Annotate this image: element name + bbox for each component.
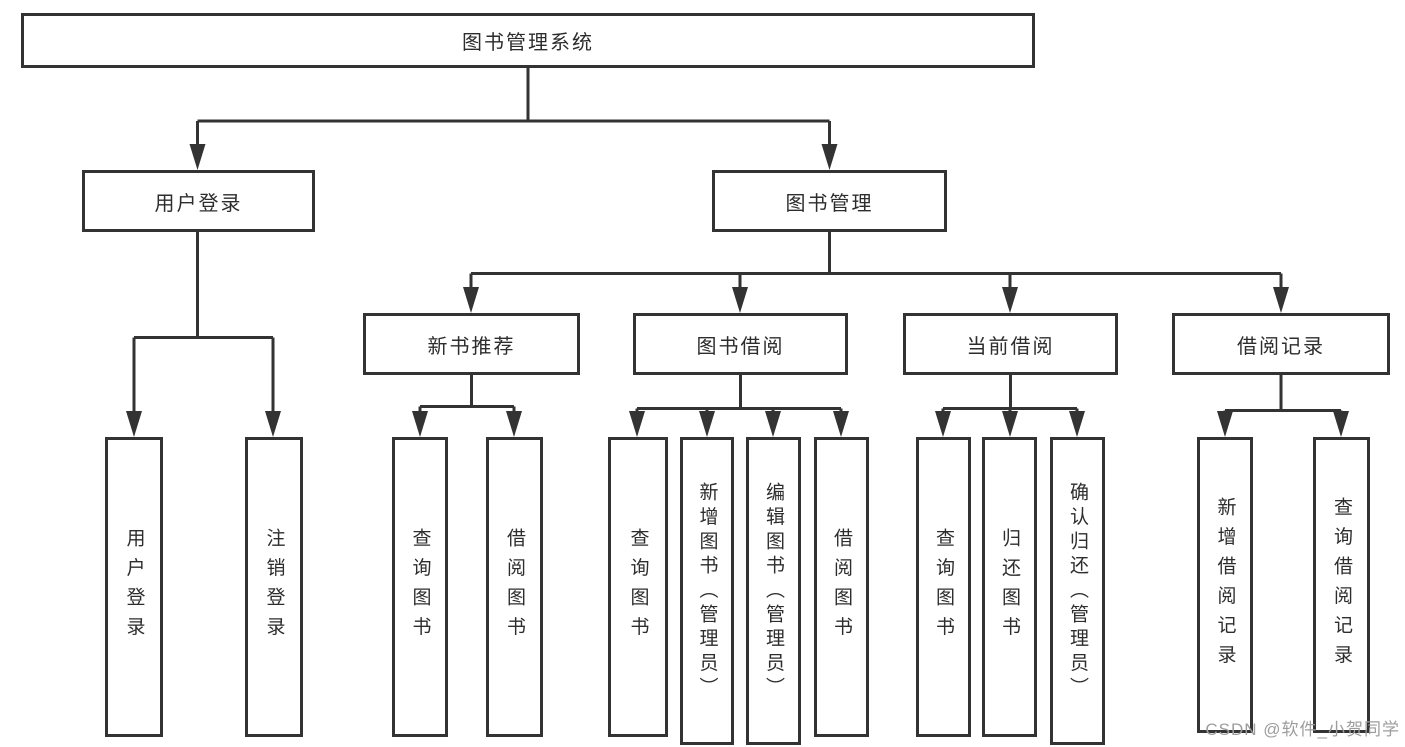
connector	[418, 375, 516, 414]
node-borrowing-records: 借阅记录	[1172, 313, 1390, 375]
connector	[196, 68, 831, 146]
leaf-label: 确认归还（管理员）	[1067, 481, 1088, 701]
node-user-login: 用户登录	[82, 170, 315, 232]
leaf-label: 查询图书	[933, 528, 954, 646]
node-new-book-recommend: 新书推荐	[363, 313, 580, 375]
leaf-label: 归还图书	[999, 528, 1020, 646]
leaf-label: 查询图书	[409, 528, 431, 646]
node-root-label: 图书管理系统	[462, 32, 594, 54]
arrowhead	[699, 411, 715, 437]
arrowhead	[1002, 287, 1018, 313]
arrowhead	[1217, 411, 1233, 437]
arrowhead	[506, 411, 522, 437]
leaf-label: 查询图书	[627, 528, 649, 646]
connector	[941, 375, 1079, 414]
arrowhead	[189, 144, 206, 170]
arrowhead	[1273, 287, 1289, 313]
arrowhead	[821, 144, 838, 170]
leaf-add-borrow-record: 新增借阅记录	[1197, 437, 1253, 733]
node-label: 借阅记录	[1237, 335, 1325, 358]
connector	[132, 232, 275, 413]
node-label: 图书管理	[785, 192, 874, 215]
node-label: 用户登录	[154, 192, 243, 215]
leaf-label: 新增借阅记录	[1214, 496, 1236, 674]
leaf-confirm-return-admin: 确认归还（管理员）	[1050, 437, 1105, 745]
leaf-label: 注销登录	[263, 528, 285, 646]
leaf-user-login: 用户登录	[105, 437, 163, 737]
arrowhead	[1069, 411, 1085, 437]
connector	[469, 232, 1283, 289]
node-label: 当前借阅	[966, 335, 1055, 358]
arrowhead	[935, 411, 951, 437]
leaf-logout: 注销登录	[245, 437, 303, 737]
leaf-query-borrow-record: 查询借阅记录	[1313, 437, 1370, 733]
node-book-management: 图书管理	[712, 170, 947, 232]
arrowhead	[833, 411, 849, 437]
leaf-return-books: 归还图书	[982, 437, 1037, 737]
leaf-add-books-admin: 新增图书（管理员）	[680, 437, 734, 745]
leaf-borrow-books-borrowing: 借阅图书	[814, 437, 869, 737]
arrowhead	[629, 411, 645, 437]
leaf-label: 查询借阅记录	[1331, 496, 1352, 674]
csdn-watermark: CSDN @软件_小贺同学	[1205, 720, 1400, 739]
arrowhead	[412, 411, 428, 437]
node-label: 图书借阅	[696, 335, 785, 358]
arrowhead	[765, 411, 781, 437]
leaf-borrow-books-recommend: 借阅图书	[486, 437, 543, 737]
node-root: 图书管理系统	[21, 13, 1035, 68]
leaf-label: 新增图书（管理员）	[696, 481, 718, 701]
node-book-borrowing: 图书借阅	[633, 313, 848, 375]
leaf-edit-books-admin: 编辑图书（管理员）	[746, 437, 801, 745]
arrowhead	[1002, 411, 1018, 437]
leaf-query-books-borrowing: 查询图书	[608, 437, 668, 737]
leaf-label: 用户登录	[123, 528, 145, 646]
connector	[635, 375, 843, 414]
leaf-label: 编辑图书（管理员）	[763, 481, 784, 701]
arrowhead	[463, 287, 479, 313]
connector	[1223, 375, 1343, 414]
node-label: 新书推荐	[427, 335, 516, 358]
arrowhead	[265, 411, 281, 437]
arrowhead	[1333, 411, 1349, 437]
arrowhead	[732, 287, 748, 313]
leaf-query-books-recommend: 查询图书	[392, 437, 448, 737]
leaf-label: 借阅图书	[831, 528, 852, 646]
arrowhead	[126, 411, 142, 437]
leaf-label: 借阅图书	[504, 528, 525, 646]
leaf-query-books-current: 查询图书	[916, 437, 971, 737]
node-current-borrowing: 当前借阅	[903, 313, 1118, 375]
